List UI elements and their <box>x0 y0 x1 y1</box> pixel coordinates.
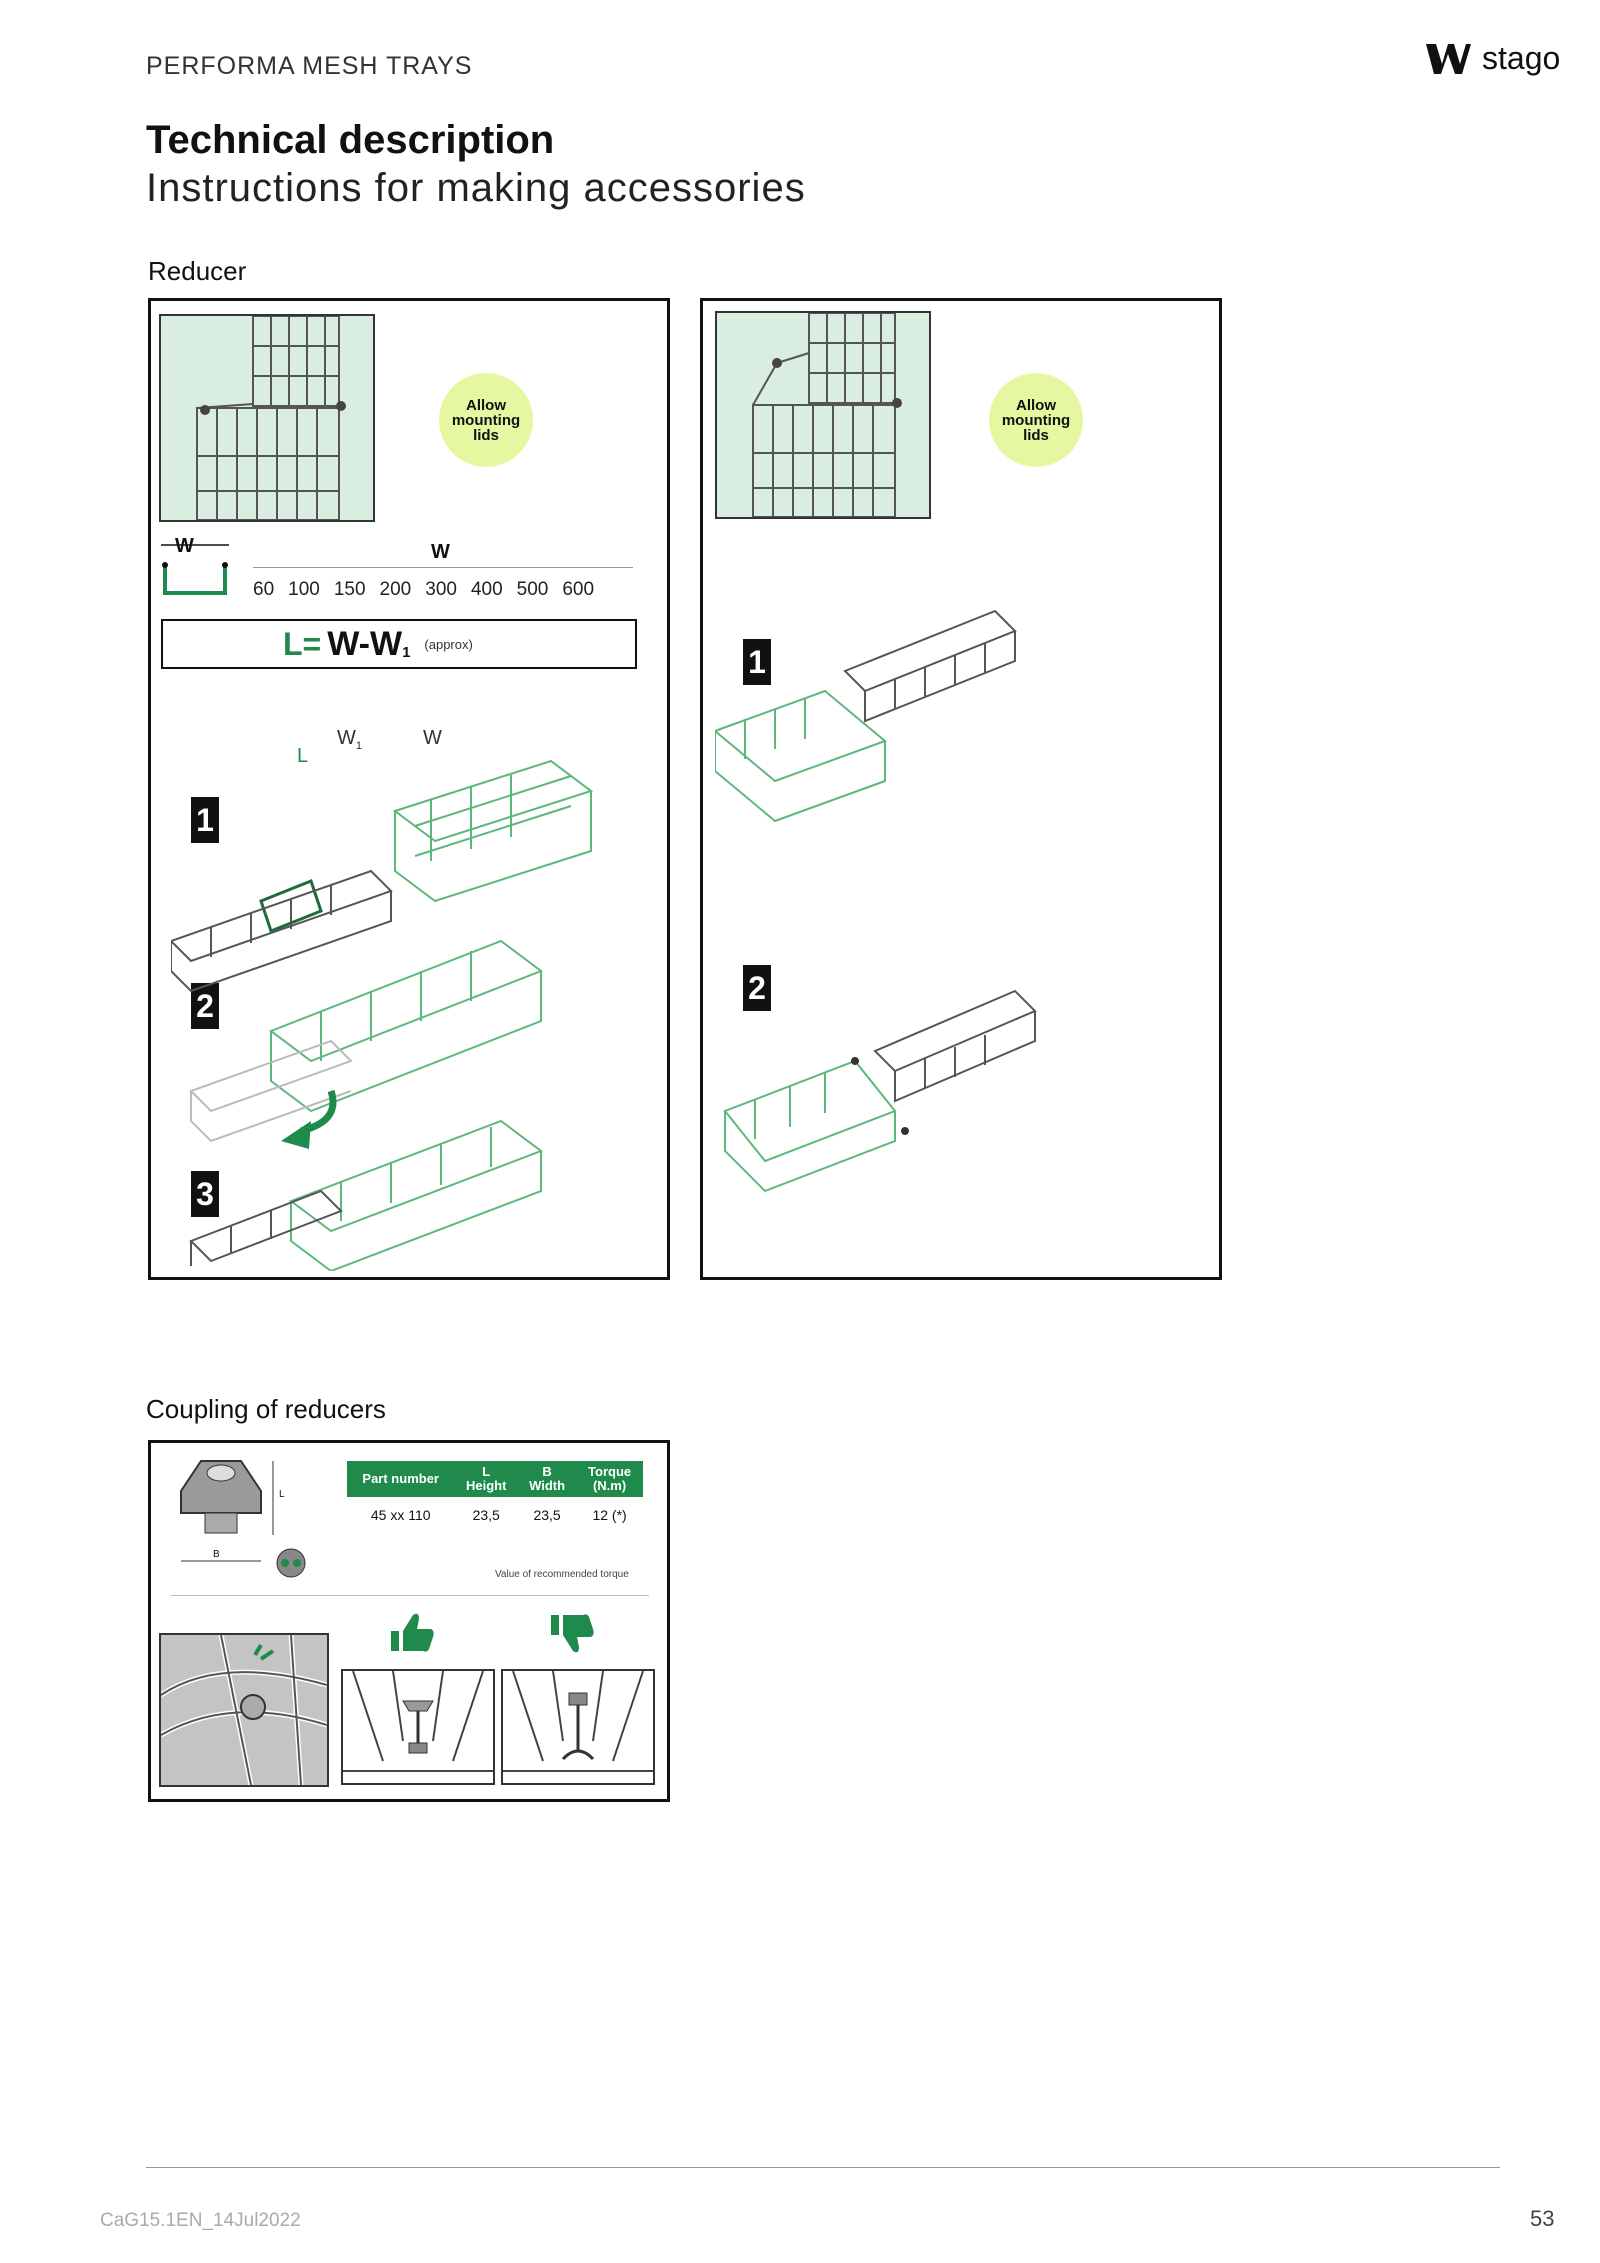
formula-subscript: 1 <box>402 644 411 661</box>
page-subtitle: Instructions for making accessories <box>146 166 806 210</box>
offset-step-1-drawing <box>715 609 1017 823</box>
width-value: 300 <box>425 579 457 600</box>
thumbs-up-icon <box>391 1613 434 1652</box>
document-code: CaG15.1EN_14Jul2022 <box>100 2210 301 2231</box>
dim-w1-label: W <box>175 535 194 557</box>
reducer-top-view-image <box>159 314 375 522</box>
reducer-steps-illustration <box>171 759 594 1271</box>
formula-expression: W-W <box>327 624 403 663</box>
step-number-1: 1 <box>743 639 771 685</box>
tray-profile-icon <box>161 544 229 595</box>
page-title: Technical description <box>146 118 555 162</box>
width-divider <box>253 567 633 568</box>
header-line1: B <box>542 1464 552 1479</box>
reducer-left-panel: Allow mounting lids W W 60 100 150 200 3… <box>148 298 670 1280</box>
diagram-l-label: L <box>297 745 309 767</box>
table-cell: 23,5 <box>533 1507 561 1523</box>
width-value: 60 <box>253 579 275 600</box>
width-value: 150 <box>333 579 366 600</box>
table-row: 45 xx 110 23,5 23,5 12 (*) <box>347 1497 643 1533</box>
diagram-w-label: W <box>423 727 442 749</box>
brand-logo: stago <box>1424 40 1560 77</box>
reducer-offset-top-view-image <box>715 311 931 519</box>
diagram-w1-text: W <box>337 727 356 749</box>
reducer-right-panel: Allow mounting lids 1 2 <box>700 298 1222 1280</box>
width-value: 500 <box>516 579 549 600</box>
correct-installation-drawing <box>343 1670 493 1772</box>
offset-step-2-drawing <box>723 989 1037 1193</box>
thumbs-down-icon <box>551 1614 594 1653</box>
step-number-2: 2 <box>743 965 771 1011</box>
correct-installation-image <box>341 1669 495 1785</box>
stago-logo-icon <box>1426 43 1471 74</box>
header-line2: (N.m) <box>592 1478 627 1493</box>
reducer-offset-steps-illustration <box>715 609 1037 1193</box>
width-value: 100 <box>288 579 320 600</box>
table-cell: 12 (*) <box>592 1507 627 1523</box>
step-2-drawing <box>189 939 544 1149</box>
coupling-section-label: Coupling of reducers <box>146 1394 386 1424</box>
header-line1: L <box>482 1464 491 1479</box>
table-header: Torque(N.m) <box>576 1461 643 1497</box>
coupler-dim-l: L <box>279 1489 285 1500</box>
step-number-2: 2 <box>191 983 219 1029</box>
header-line2: Height <box>465 1478 507 1493</box>
table-cell: 23,5 <box>472 1507 500 1523</box>
coupler-installed-photo <box>159 1633 329 1787</box>
step-number-3: 3 <box>191 1171 219 1217</box>
reducer-section-label: Reducer <box>148 256 247 286</box>
width-values: 60 100 150 200 300 400 500 600 <box>253 579 608 601</box>
header-line1: Torque <box>588 1464 632 1479</box>
mesh-offset-top-view-drawing <box>752 312 902 518</box>
document-header-title: PERFORMA MESH TRAYS <box>146 52 473 80</box>
length-formula-box: L= W-W 1 (approx) <box>161 619 637 669</box>
step-number-1: 1 <box>191 797 219 843</box>
formula-note: (approx) <box>424 636 473 652</box>
coupler-part-drawing <box>180 1460 306 1578</box>
dim-w-label: W <box>431 541 450 563</box>
header-line2: Width <box>529 1478 566 1493</box>
brand-name: stago <box>1482 40 1561 76</box>
diagram-w1-label: W1 <box>337 727 362 752</box>
step-1-drawing <box>171 759 594 993</box>
coupler-installed-drawing <box>159 1634 328 1786</box>
diagram-w1-sub: 1 <box>355 740 363 752</box>
incorrect-installation-drawing <box>503 1670 653 1772</box>
table-header: Part number <box>347 1461 455 1497</box>
mesh-top-view-drawing <box>196 315 346 521</box>
width-value: 400 <box>470 579 503 600</box>
width-value: 600 <box>562 579 595 600</box>
table-cell: 45 xx 110 <box>370 1507 431 1523</box>
coupler-dim-b: B <box>213 1549 220 1560</box>
footer-divider <box>146 2167 1500 2168</box>
allow-mounting-lids-badge: Allow mounting lids <box>439 373 533 467</box>
step-3-drawing <box>189 1119 544 1271</box>
allow-mounting-lids-badge: Allow mounting lids <box>989 373 1083 467</box>
width-value: 200 <box>379 579 412 600</box>
coupling-divider <box>171 1595 649 1596</box>
formula-l: L= <box>283 625 322 662</box>
incorrect-installation-image <box>501 1669 655 1785</box>
page-number: 53 <box>1530 2206 1555 2231</box>
torque-note: Value of recommended torque <box>495 1569 629 1580</box>
header-line2: Part number <box>362 1471 439 1486</box>
